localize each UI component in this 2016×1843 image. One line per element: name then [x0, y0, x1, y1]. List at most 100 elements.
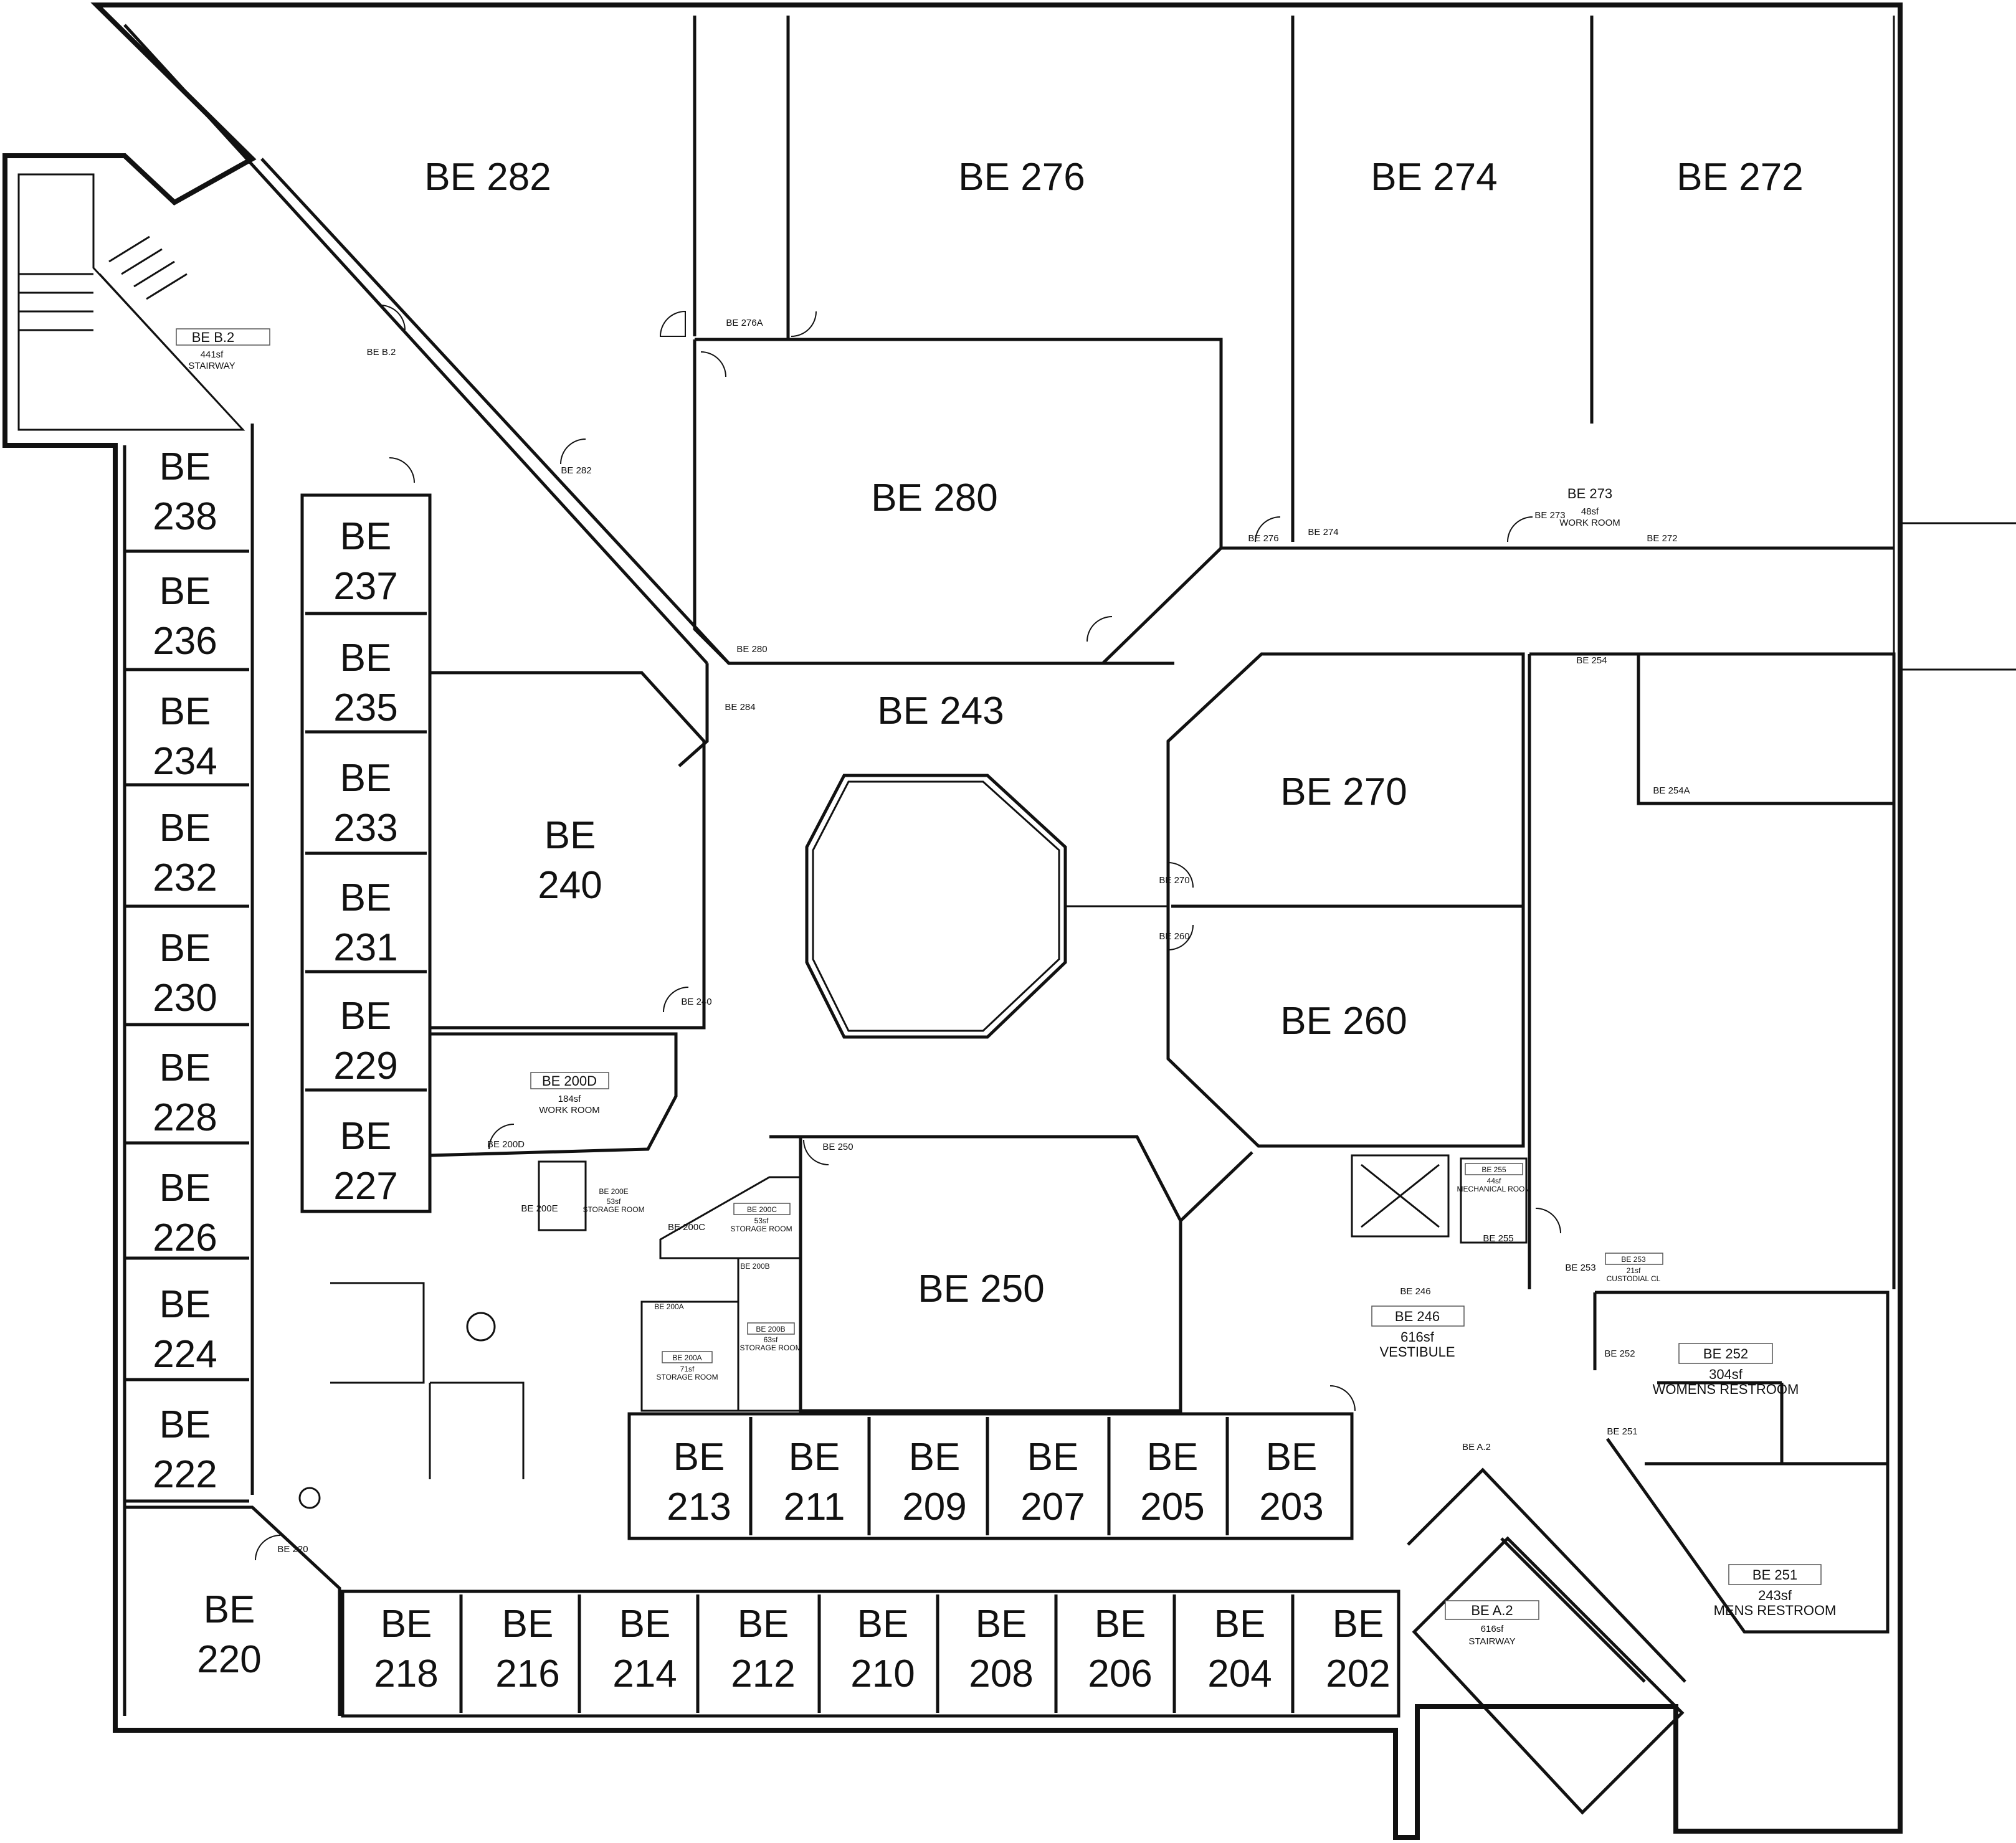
- top-row-walls: [693, 16, 1894, 665]
- door-label-276a: BE 276A: [726, 318, 763, 328]
- room-labels: BE 282 BE 276 BE 274 BE 272 BE 280 BE 24…: [153, 156, 1803, 1695]
- door-label-252: BE 252: [1604, 1348, 1635, 1359]
- room-label-be-276: BE 276: [958, 156, 1085, 199]
- door-label-250: BE 250: [822, 1142, 853, 1152]
- room-tag-be-252: BE 252: [1703, 1346, 1748, 1362]
- door-label-253: BE 253: [1565, 1263, 1595, 1273]
- atrium-octagon: [805, 774, 1067, 1039]
- room-label-be-270: BE 270: [1280, 770, 1407, 813]
- door-label-251: BE 251: [1607, 1426, 1637, 1437]
- door-labels: BE 276A BE B.2 BE 282 BE 280 BE 284 BE 2…: [277, 318, 1690, 1555]
- room-tag-frame: [1465, 1163, 1523, 1175]
- inner-office-column: [300, 493, 432, 1213]
- room-240-walls: [428, 671, 706, 1157]
- room-tag-be-b2: BE B.2: [192, 329, 234, 345]
- door-label-200c: BE 200C: [668, 1222, 705, 1233]
- room-label-be-243: BE 243: [877, 689, 1004, 732]
- door-label-246: BE 246: [1400, 1286, 1430, 1297]
- door-label-254a: BE 254A: [1653, 785, 1690, 796]
- room-tag-frame: [176, 328, 270, 346]
- room-tag-frame: [1371, 1305, 1465, 1327]
- room-label-be-274: BE 274: [1371, 156, 1497, 199]
- atrium-octagon-inner: [812, 780, 1060, 1032]
- outer-wall: [2, 2, 1903, 1840]
- door-swings: [255, 305, 1561, 1561]
- door-label-273: BE 273: [1534, 510, 1565, 521]
- restroom-walls: [1593, 1291, 1890, 1634]
- door-label-260: BE 260: [1159, 931, 1189, 942]
- elevator: [1351, 1154, 1528, 1244]
- door-label-200b: BE 200B: [740, 1262, 769, 1271]
- lounge-table: [466, 1312, 496, 1342]
- door-label-276: BE 276: [1248, 533, 1278, 544]
- door-label-255: BE 255: [1483, 1233, 1513, 1244]
- room-tag-frame: [1605, 1253, 1663, 1265]
- left-office-column: [123, 424, 254, 1716]
- door-label-274: BE 274: [1308, 527, 1338, 538]
- room-tag-frame: [1678, 1343, 1773, 1364]
- right-rooms: [1166, 652, 1896, 1289]
- room-tag-be-200c: BE 200C: [747, 1205, 777, 1214]
- door-label-200d: BE 200D: [487, 1139, 525, 1150]
- door-label-240: BE 240: [681, 997, 711, 1007]
- diagonal-wall: [123, 24, 1174, 767]
- door-label-b2: BE B.2: [367, 347, 396, 358]
- planter: [298, 1487, 321, 1509]
- room-tag-be-273: BE 273: [1567, 486, 1612, 501]
- door-label-200a: BE 200A: [654, 1302, 683, 1311]
- room-label-be-272: BE 272: [1676, 156, 1803, 199]
- room-tag-be-255: BE 255: [1481, 1165, 1506, 1174]
- room-tag-frame: [1445, 1600, 1539, 1620]
- room-tag-frame: [662, 1351, 713, 1363]
- room-tag-frame: [1728, 1564, 1822, 1585]
- room-250-walls: [769, 1135, 1253, 1413]
- room-tag-be-200a: BE 200A: [672, 1353, 701, 1362]
- stair-a2: [1407, 1467, 1686, 1815]
- room-tag-be-200e: BE 200E: [599, 1187, 628, 1196]
- room-tag-be-253: BE 253: [1621, 1255, 1646, 1264]
- bottom-office-row: [341, 1590, 1400, 1718]
